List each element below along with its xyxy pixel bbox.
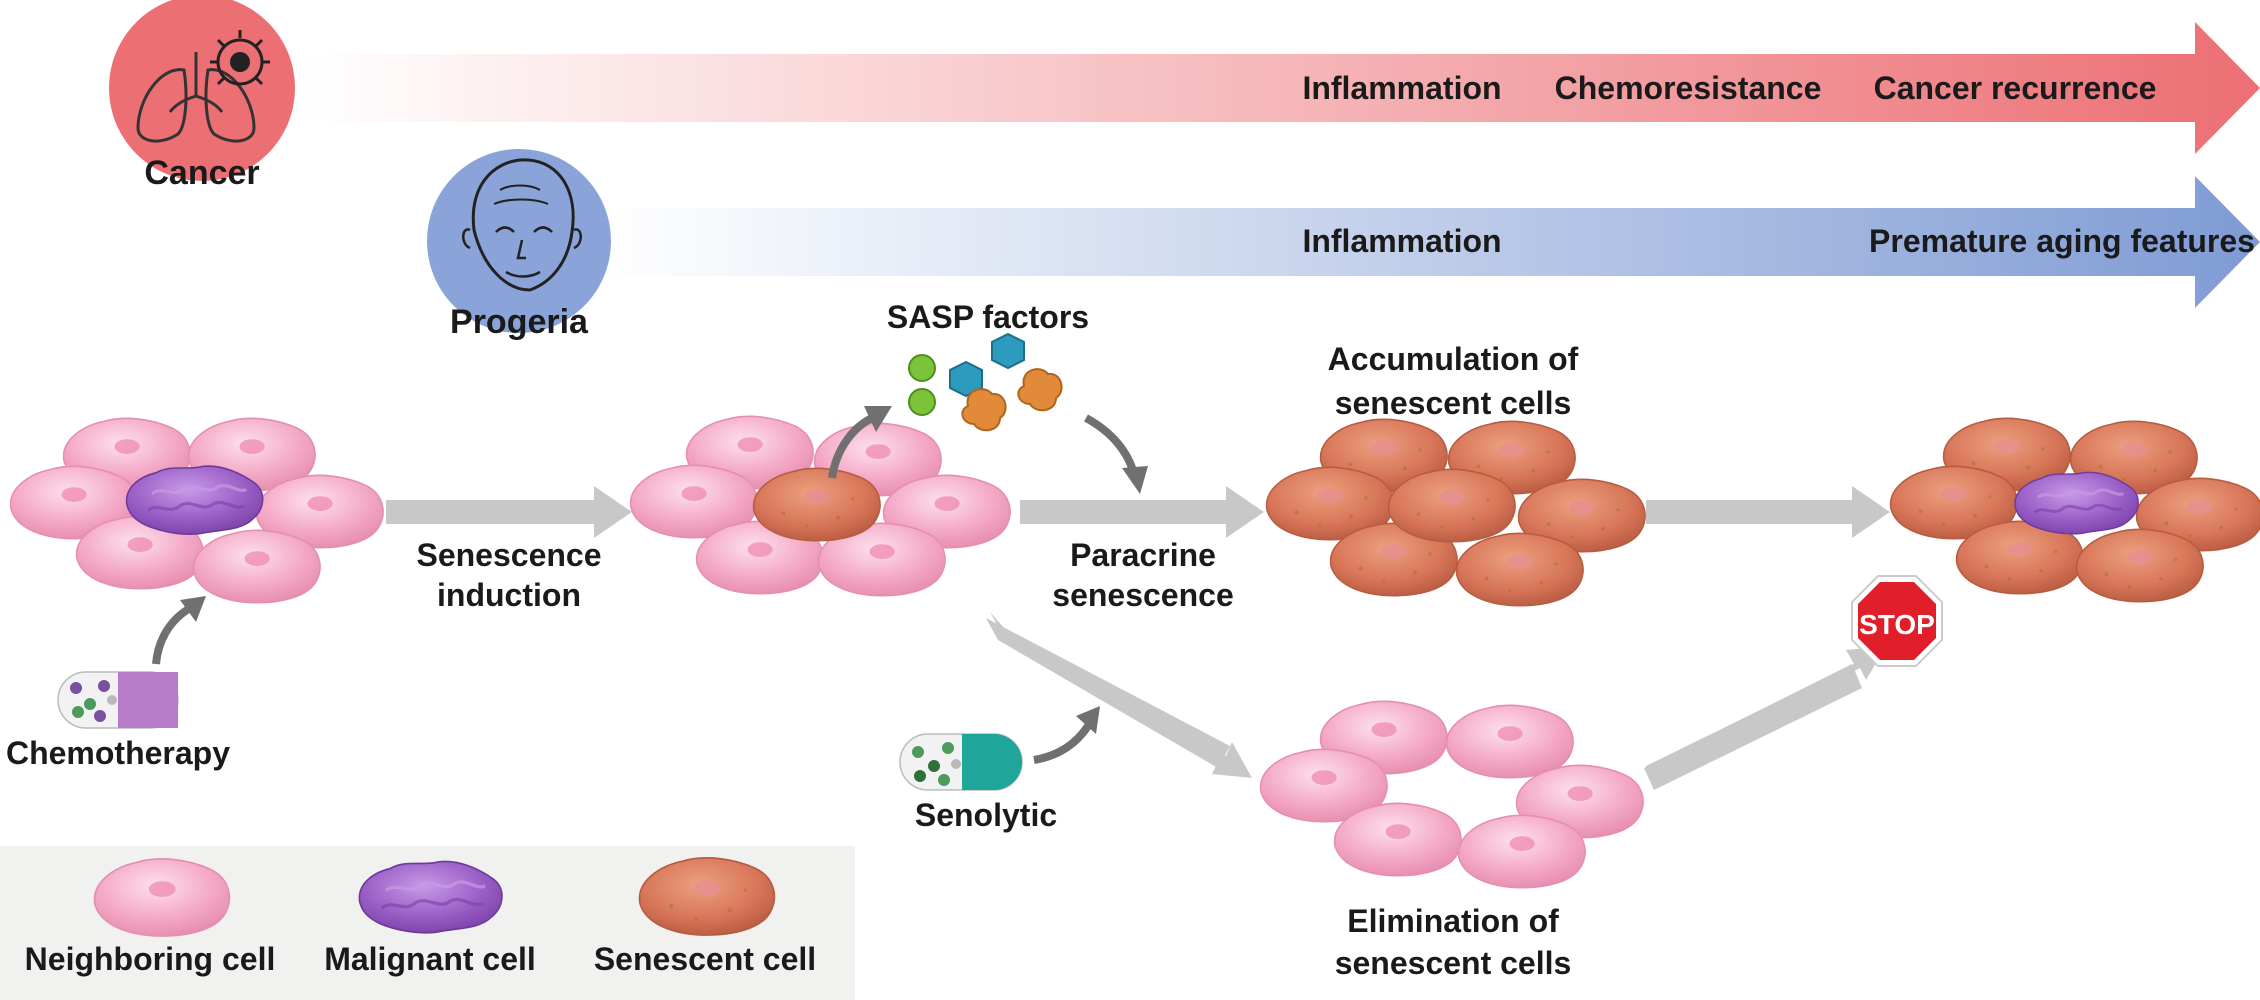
progeria-effect-aging: Premature aging features xyxy=(1869,223,2255,259)
sasp-factors-label: SASP factors xyxy=(887,299,1089,335)
paracrine-senescence-line2: senescence xyxy=(1052,577,1233,613)
sasp-release-arrow xyxy=(828,414,874,479)
legend-senescent-label: Senescent cell xyxy=(594,941,816,977)
elimination-line1: Elimination of xyxy=(1347,903,1559,939)
paracrine-senescence-line1: Paracrine xyxy=(1070,537,1216,573)
legend-malignant-cell-swatch xyxy=(357,859,504,935)
initial-cell-cluster xyxy=(9,417,384,604)
senescent-cell-accumulation-cluster xyxy=(1265,418,1646,607)
legend-malignant-label: Malignant cell xyxy=(324,941,536,977)
senolytic-arrowhead xyxy=(1076,706,1100,734)
progeria-banner-arrow xyxy=(600,176,2260,308)
aged-face-icon xyxy=(427,149,611,333)
chemotherapy-label: Chemotherapy xyxy=(6,735,230,771)
paracrine-curved-arrow xyxy=(1084,414,1138,476)
paracrine-arrowhead xyxy=(1122,466,1148,494)
legend-neighboring-cell-swatch xyxy=(93,858,231,937)
stop-sign-text: STOP xyxy=(1859,609,1935,640)
outcome-cell-cluster xyxy=(1889,417,2260,603)
sasp-factor-molecules xyxy=(908,332,1063,432)
chemo-curved-arrow xyxy=(152,604,193,665)
legend-senescent-cell-swatch xyxy=(638,857,776,936)
induced-cell-cluster xyxy=(629,415,1011,597)
flow-arrow-to-stop-shaft xyxy=(1644,664,1862,790)
senescence-induction-line1: Senescence xyxy=(416,537,601,573)
cancer-banner-arrow xyxy=(300,22,2260,154)
elimination-cell-cluster xyxy=(1259,700,1644,889)
senolytic-curved-arrow xyxy=(1033,723,1092,764)
cancer-effect-inflammation: Inflammation xyxy=(1302,70,1501,106)
flow-arrow-outcome xyxy=(1646,486,1890,538)
progeria-effect-inflammation: Inflammation xyxy=(1302,223,1501,259)
flow-arrow-paracrine xyxy=(1020,486,1264,538)
accumulation-line1: Accumulation of xyxy=(1328,341,1579,377)
lungs-tumor-icon xyxy=(109,0,295,181)
legend-neighboring-label: Neighboring cell xyxy=(25,941,276,977)
cancer-effect-recurrence: Cancer recurrence xyxy=(1874,70,2157,106)
chemotherapy-pill-icon xyxy=(57,671,179,729)
accumulation-line2: senescent cells xyxy=(1335,385,1572,421)
senolytic-label: Senolytic xyxy=(915,797,1057,833)
cancer-effect-chemoresistance: Chemoresistance xyxy=(1555,70,1822,106)
flow-arrow-induction xyxy=(386,486,632,538)
senescence-induction-line2: induction xyxy=(437,577,581,613)
flow-arrow-elimination-shaft xyxy=(986,618,1230,768)
elimination-line2: senescent cells xyxy=(1335,945,1572,981)
cancer-label: Cancer xyxy=(144,154,259,192)
stop-sign-icon: STOP xyxy=(1851,575,1943,667)
senolytic-pill-icon xyxy=(899,733,1023,791)
sasp-release-arrowhead xyxy=(864,406,892,432)
progeria-label: Progeria xyxy=(450,303,589,341)
chemo-arrowhead xyxy=(180,596,206,622)
